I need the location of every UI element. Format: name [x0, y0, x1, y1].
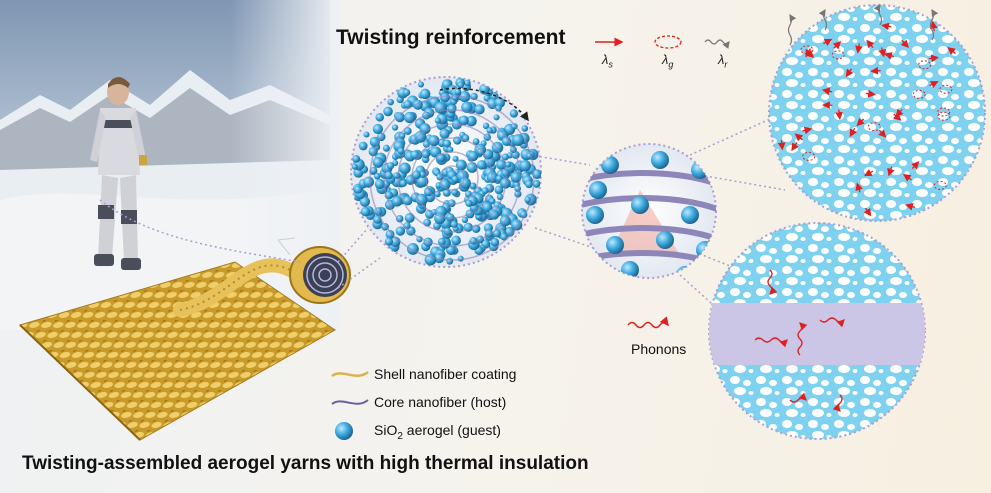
mountain-scene [0, 0, 340, 330]
legend-lambda-g: λg [662, 52, 674, 70]
legend-core-label: Core nanofiber (host) [374, 394, 507, 410]
bottom-title: Twisting-assembled aerogel yarns with hi… [22, 453, 589, 474]
shell-line-icon [331, 370, 369, 378]
woven-fabric [19, 261, 336, 441]
legend-lambda-s: λs [602, 52, 613, 70]
yarn-cross-section-ball [350, 76, 542, 268]
core-line-icon [331, 399, 369, 405]
top-legend-symbols [595, 35, 730, 49]
aerogel-bead-icon [335, 422, 353, 440]
phonons-label: Phonons [631, 341, 687, 357]
fiber-aerogel-ball [581, 143, 717, 279]
figure-title: Twisting reinforcement [336, 26, 566, 49]
porous-aerogel-ball-top [768, 3, 986, 222]
top-legend: λs λg λr [590, 30, 760, 70]
yarn-strand [173, 237, 351, 317]
person-figure [90, 77, 147, 270]
legend-lambda-r: λr [718, 52, 728, 70]
legend-shell-label: Shell nanofiber coating [374, 366, 517, 382]
legend-aerogel-label: SiO2 aerogel (guest) [374, 422, 501, 442]
phonon-transport-ball [708, 222, 926, 440]
phonon-symbol [627, 316, 669, 329]
